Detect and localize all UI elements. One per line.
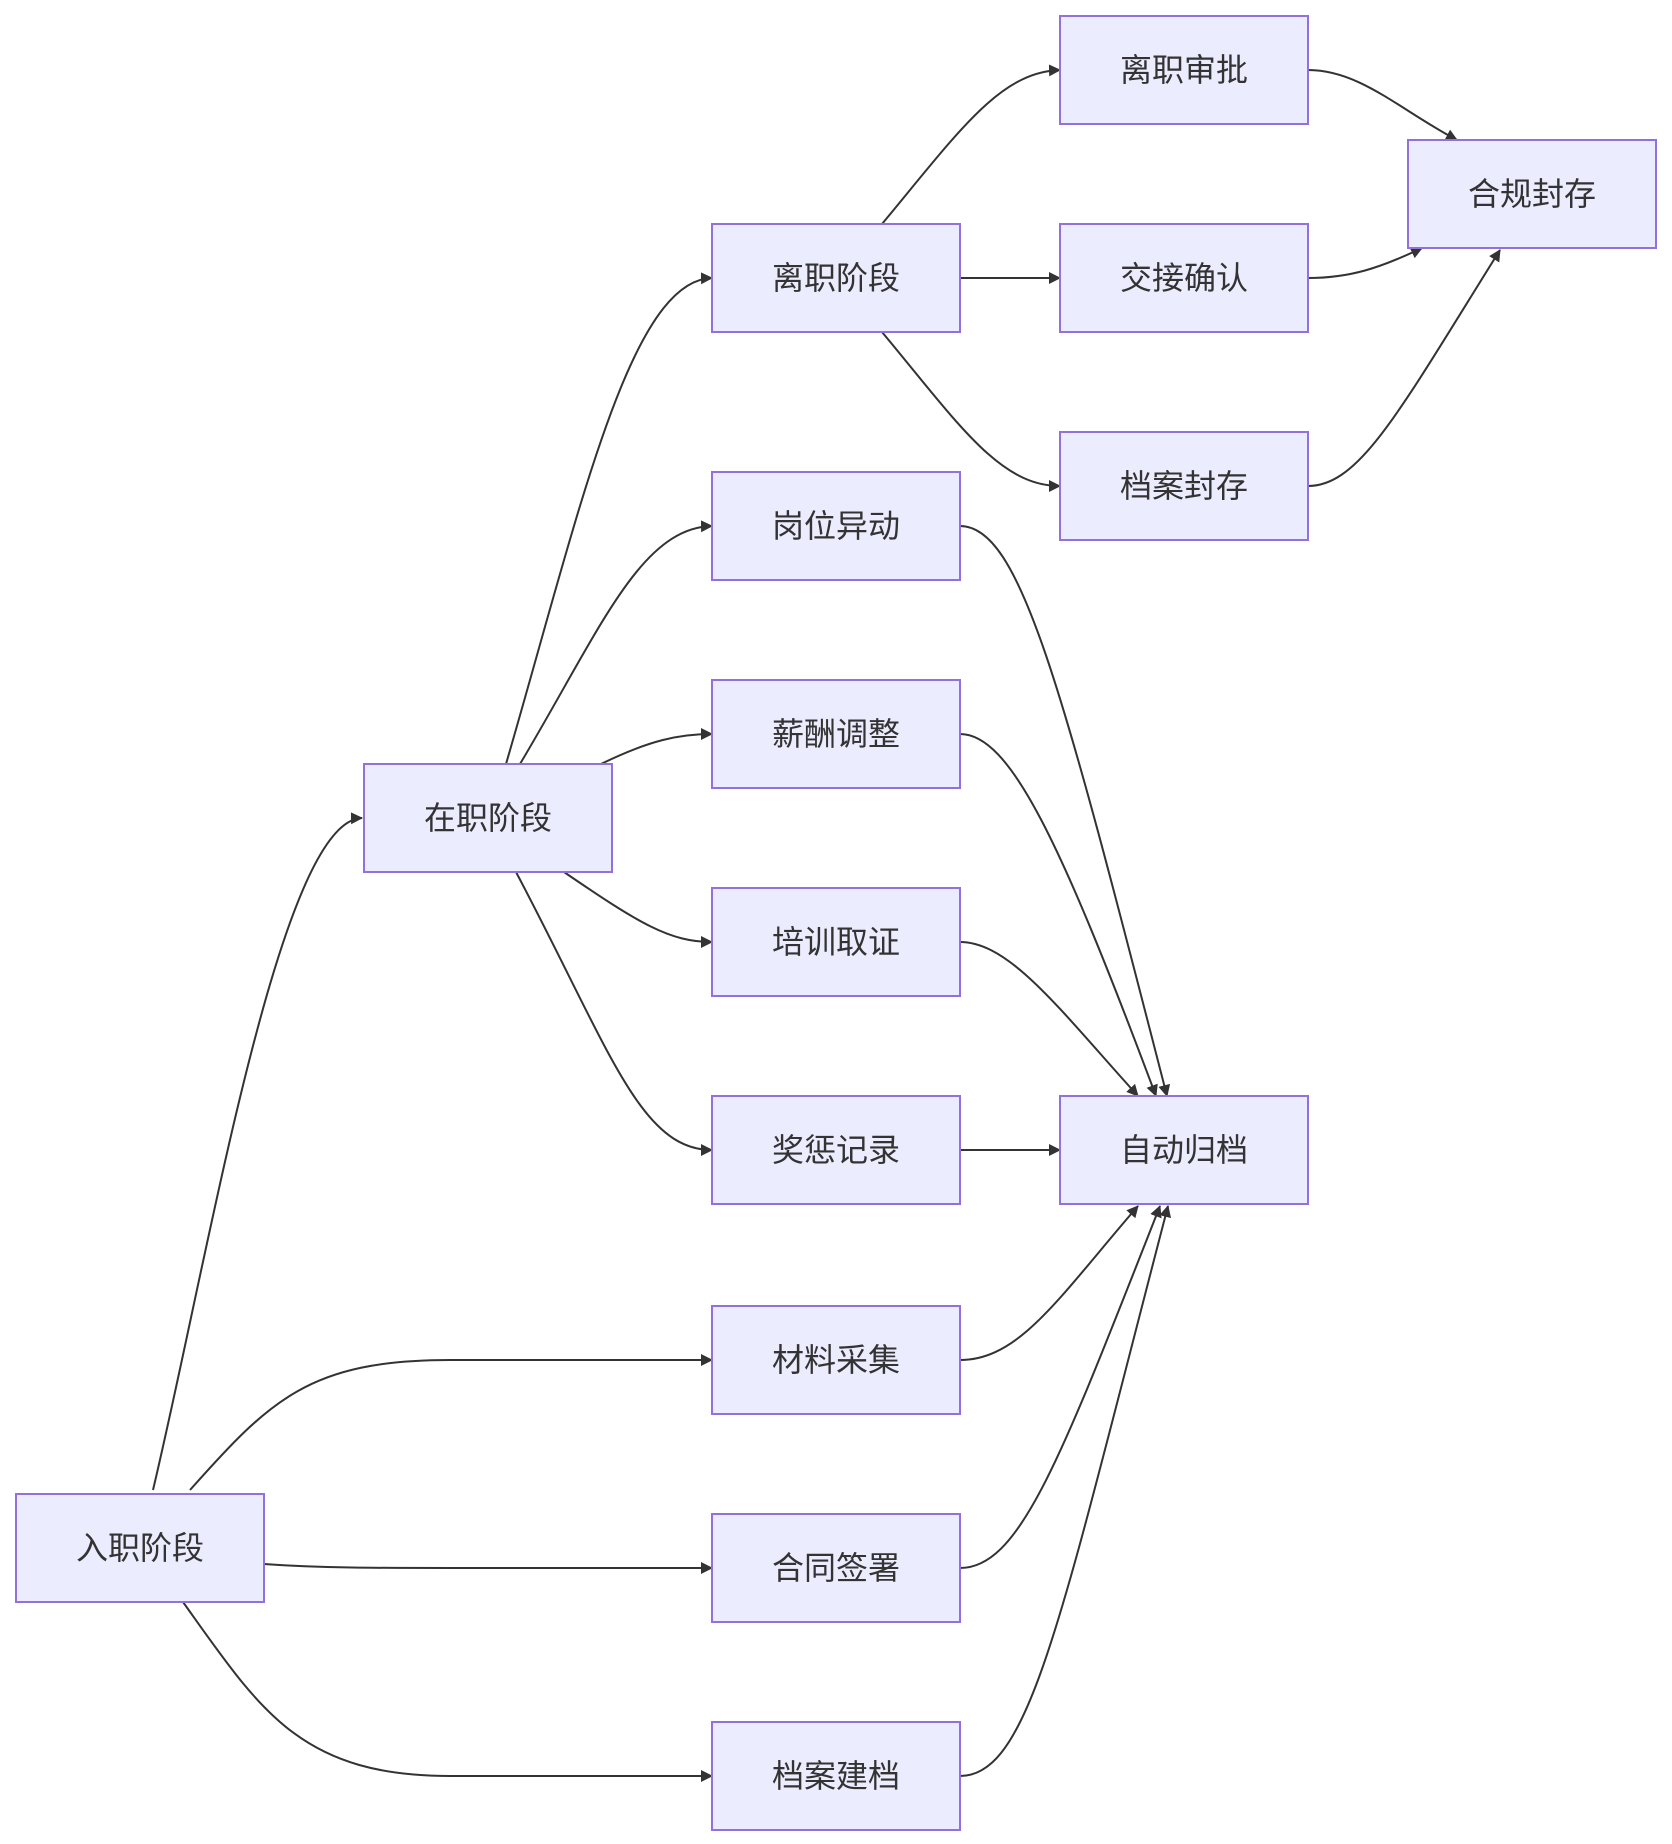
node-file-create[interactable]: 档案建档 xyxy=(711,1721,961,1831)
node-label: 奖惩记录 xyxy=(772,1131,900,1169)
node-offboarding[interactable]: 离职阶段 xyxy=(711,223,961,333)
node-onboarding[interactable]: 入职阶段 xyxy=(15,1493,265,1603)
node-resign-approval[interactable]: 离职审批 xyxy=(1059,15,1309,125)
node-label: 档案建档 xyxy=(772,1757,900,1795)
node-handover-confirm[interactable]: 交接确认 xyxy=(1059,223,1309,333)
node-label: 合规封存 xyxy=(1468,175,1596,213)
edge-salary-adjust-auto-archive xyxy=(959,733,1158,1097)
edge-employment-offboarding xyxy=(505,272,713,765)
edge-position-change-auto-archive xyxy=(959,525,1171,1097)
edge-handover-confirm-compliance-seal xyxy=(1307,247,1423,279)
edge-offboarding-resign-approval xyxy=(881,64,1061,225)
edge-employment-position-change xyxy=(519,520,713,765)
node-archive-seal[interactable]: 档案封存 xyxy=(1059,431,1309,541)
node-label: 自动归档 xyxy=(1120,1131,1248,1169)
node-label: 薪酬调整 xyxy=(772,715,900,753)
edge-material-collect-auto-archive xyxy=(959,1205,1139,1361)
edge-employment-reward-record xyxy=(515,871,713,1156)
node-contract-sign[interactable]: 合同签署 xyxy=(711,1513,961,1623)
node-reward-record[interactable]: 奖惩记录 xyxy=(711,1095,961,1205)
edge-training-cert-auto-archive xyxy=(959,941,1139,1097)
node-compliance-seal[interactable]: 合规封存 xyxy=(1407,139,1657,249)
node-label: 档案封存 xyxy=(1120,467,1248,505)
node-label: 在职阶段 xyxy=(424,799,552,837)
node-position-change[interactable]: 岗位异动 xyxy=(711,471,961,581)
node-label: 离职阶段 xyxy=(772,259,900,297)
edge-resign-approval-compliance-seal xyxy=(1307,69,1458,141)
edges xyxy=(152,64,1501,1782)
edge-contract-sign-auto-archive xyxy=(959,1205,1162,1569)
edge-onboarding-file-create xyxy=(182,1601,713,1782)
edge-onboarding-material-collect xyxy=(189,1354,713,1491)
edge-onboarding-contract-sign xyxy=(263,1562,713,1574)
node-label: 岗位异动 xyxy=(772,507,900,545)
edge-onboarding-employment xyxy=(152,812,363,1491)
edge-file-create-auto-archive xyxy=(959,1205,1172,1777)
node-label: 交接确认 xyxy=(1120,259,1248,297)
node-training-cert[interactable]: 培训取证 xyxy=(711,887,961,997)
edge-offboarding-archive-seal xyxy=(881,331,1061,492)
node-salary-adjust[interactable]: 薪酬调整 xyxy=(711,679,961,789)
node-material-collect[interactable]: 材料采集 xyxy=(711,1305,961,1415)
edge-employment-salary-adjust xyxy=(600,728,713,765)
node-employment[interactable]: 在职阶段 xyxy=(363,763,613,873)
node-auto-archive[interactable]: 自动归档 xyxy=(1059,1095,1309,1205)
node-label: 离职审批 xyxy=(1120,51,1248,89)
node-label: 入职阶段 xyxy=(76,1529,204,1567)
node-label: 培训取证 xyxy=(772,923,900,961)
edge-archive-seal-compliance-seal xyxy=(1307,249,1501,487)
edge-employment-training-cert xyxy=(563,871,713,948)
nodes: 入职阶段 在职阶段 离职阶段 离职审批 交接确认 档案封存 合规封存 岗位异动 xyxy=(15,15,1657,1831)
node-label: 材料采集 xyxy=(772,1341,900,1379)
node-label: 合同签署 xyxy=(772,1549,900,1587)
